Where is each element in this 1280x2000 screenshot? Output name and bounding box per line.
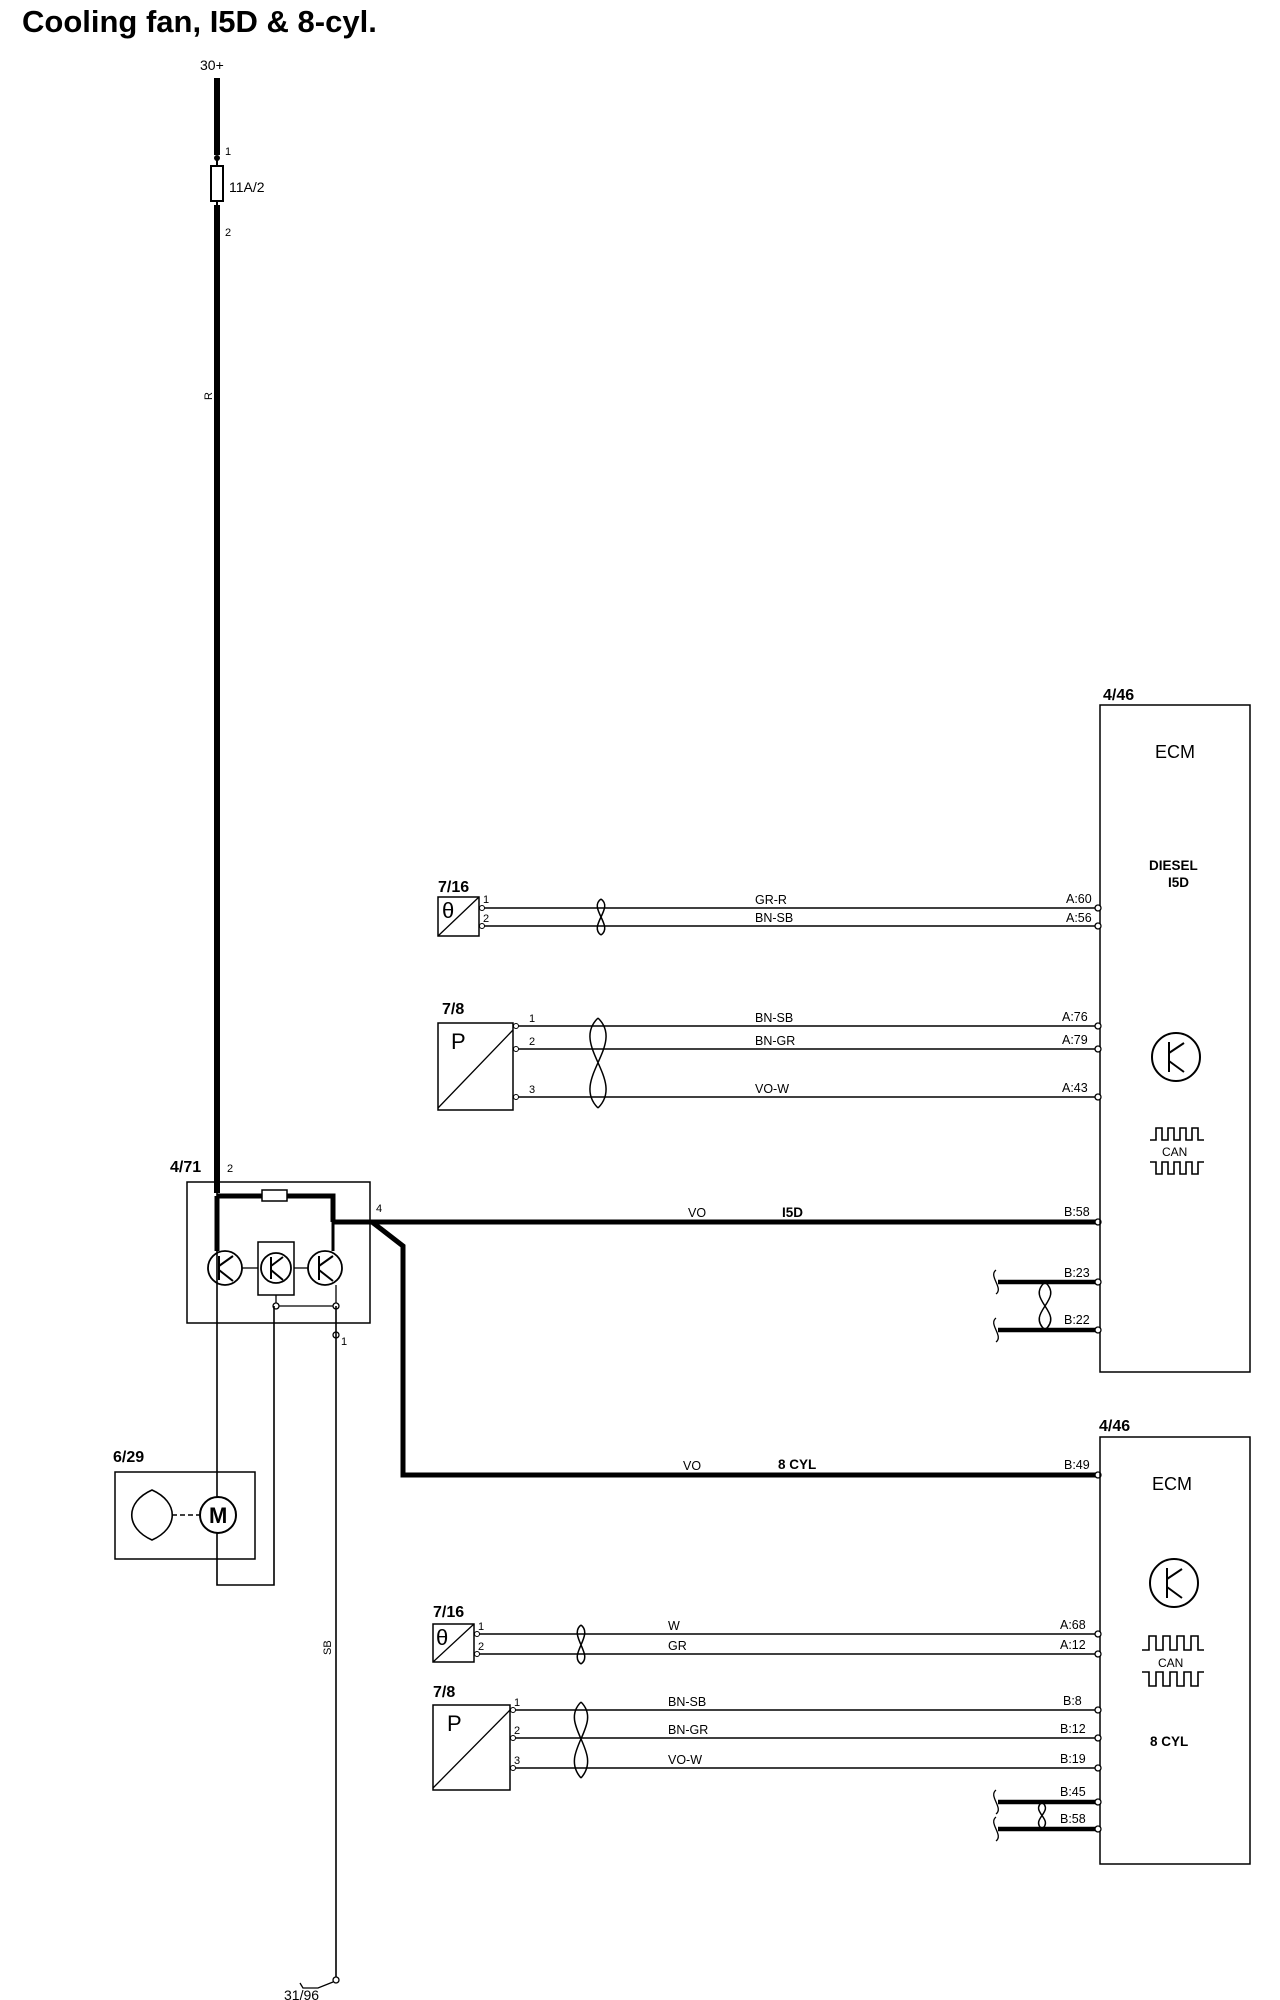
ecm-8cyl: [1099, 1436, 1251, 1865]
coolant-diesel-wire-2: BN-SB: [755, 911, 793, 925]
pressure-icon: P: [451, 1029, 466, 1054]
fan-module-pin-output: 4: [376, 1203, 382, 1215]
fan-signal-diesel-label: I5D: [782, 1205, 803, 1220]
pressure-diesel-pin-2: 2: [529, 1036, 535, 1048]
coolant-diesel-wire-1: GR-R: [755, 893, 787, 907]
pressure-8cyl-wire-3: VO-W: [668, 1753, 702, 1767]
coolant-sensor-diesel-wires: [479, 898, 1102, 936]
can-diesel-terminal-2: B:22: [1064, 1313, 1090, 1327]
ecm-8cyl-variant: 8 CYL: [1150, 1734, 1188, 1749]
fan-signal-8cyl-wire: VO: [683, 1459, 701, 1473]
diagram-title: Cooling fan, I5D & 8-cyl.: [22, 4, 377, 39]
pressure-8cyl-wire-1: BN-SB: [668, 1695, 706, 1709]
ecm-diesel-name: ECM: [1155, 742, 1195, 762]
pressure-sensor-8cyl: [432, 1704, 511, 1791]
motor-icon: M: [209, 1503, 227, 1528]
can-8cyl-terminal-1: B:45: [1060, 1785, 1086, 1799]
pressure-8cyl-wire-2: BN-GR: [668, 1723, 708, 1737]
pressure-icon: P: [447, 1711, 462, 1736]
fan-signal-diesel-terminal: B:58: [1064, 1205, 1090, 1219]
pressure-8cyl-terminal-1: B:8: [1063, 1694, 1082, 1708]
coolant-8cyl-wire-2: GR: [668, 1639, 687, 1653]
fan-motor: [114, 1471, 256, 1560]
coolant-diesel-pin-2: 2: [483, 913, 489, 925]
coolant-sensor-8cyl-wires: [474, 1624, 1102, 1665]
pressure-8cyl-terminal-2: B:12: [1060, 1722, 1086, 1736]
coolant-diesel-pin-1: 1: [483, 894, 489, 906]
pressure-sensor-diesel-id: 7/8: [442, 1001, 464, 1018]
coolant-sensor-diesel: [437, 896, 480, 937]
pressure-8cyl-pin-1: 1: [514, 1697, 520, 1709]
pressure-diesel-wire-1: BN-SB: [755, 1011, 793, 1025]
supply-wire-color: R: [203, 392, 215, 400]
fan-module-pin-supply: 2: [227, 1163, 233, 1175]
fan-signal-8cyl-terminal: B:49: [1064, 1458, 1090, 1472]
transistor-icon: [1149, 1558, 1199, 1608]
fan-control-module: [186, 1181, 371, 1339]
pressure-diesel-wire-2: BN-GR: [755, 1034, 795, 1048]
temperature-icon: θ: [436, 1625, 448, 1650]
fuse: [210, 155, 224, 213]
fan-module-pin-ground: 1: [341, 1336, 347, 1348]
ecm-diesel-can-label: CAN: [1162, 1145, 1187, 1159]
pressure-sensor-diesel-wires: [513, 1017, 1102, 1109]
coolant-8cyl-pin-2: 2: [478, 1641, 484, 1653]
ground-label: 31/96: [284, 1987, 319, 2000]
fan-motor-id: 6/29: [113, 1449, 144, 1466]
pressure-8cyl-pin-2: 2: [514, 1725, 520, 1737]
fuse-pin-top: 1: [225, 146, 231, 158]
ecm-diesel-id: 4/46: [1103, 687, 1134, 704]
pressure-diesel-terminal-2: A:79: [1062, 1033, 1088, 1047]
pressure-diesel-terminal-1: A:76: [1062, 1010, 1088, 1024]
coolant-8cyl-wire-1: W: [668, 1619, 680, 1633]
coolant-8cyl-terminal-1: A:68: [1060, 1618, 1086, 1632]
fan-output-wire: [333, 1218, 1102, 1479]
coolant-diesel-terminal-2: A:56: [1066, 911, 1092, 925]
can-diesel-terminal-1: B:23: [1064, 1266, 1090, 1280]
ecm-diesel-variant-2: I5D: [1168, 875, 1189, 890]
temperature-icon: θ: [442, 898, 454, 923]
pressure-8cyl-pin-3: 3: [514, 1755, 520, 1767]
pressure-diesel-terminal-3: A:43: [1062, 1081, 1088, 1095]
supply-label: 30+: [200, 57, 224, 73]
ecm-diesel: [1099, 704, 1251, 1373]
fan-motor-wires: [216, 1193, 275, 1586]
coolant-8cyl-pin-1: 1: [478, 1621, 484, 1633]
can-bus-8cyl: [993, 1789, 1102, 1842]
fuse-pin-bottom: 2: [225, 227, 231, 239]
fan-signal-diesel-wire: VO: [688, 1206, 706, 1220]
fan-module-id: 4/71: [170, 1159, 201, 1176]
coolant-sensor-8cyl: [432, 1623, 475, 1663]
ecm-8cyl-id: 4/46: [1099, 1418, 1130, 1435]
can-8cyl-terminal-2: B:58: [1060, 1812, 1086, 1826]
ground-wire: [299, 1306, 340, 1989]
ecm-diesel-variant-1: DIESEL: [1149, 858, 1198, 873]
pressure-diesel-wire-3: VO-W: [755, 1082, 789, 1096]
can-signal-icon: [1150, 1127, 1204, 1175]
pressure-sensor-8cyl-wires: [510, 1701, 1102, 1779]
pressure-diesel-pin-3: 3: [529, 1084, 535, 1096]
fuse-label: 11A/2: [229, 179, 265, 195]
ground-wire-color: SB: [322, 1640, 334, 1655]
ecm-8cyl-can-label: CAN: [1158, 1656, 1183, 1670]
coolant-sensor-8cyl-id: 7/16: [433, 1604, 464, 1621]
coolant-8cyl-terminal-2: A:12: [1060, 1638, 1086, 1652]
pressure-sensor-diesel: [437, 1022, 514, 1111]
can-signal-icon: [1142, 1635, 1204, 1687]
can-bus-diesel: [993, 1269, 1102, 1343]
transistor-icon: [1151, 1032, 1201, 1082]
fan-signal-8cyl-label: 8 CYL: [778, 1457, 816, 1472]
ecm-8cyl-name: ECM: [1152, 1474, 1192, 1494]
coolant-diesel-terminal-1: A:60: [1066, 892, 1092, 906]
coolant-sensor-diesel-id: 7/16: [438, 879, 469, 896]
pressure-diesel-pin-1: 1: [529, 1013, 535, 1025]
pressure-8cyl-terminal-3: B:19: [1060, 1752, 1086, 1766]
pressure-sensor-8cyl-id: 7/8: [433, 1684, 455, 1701]
